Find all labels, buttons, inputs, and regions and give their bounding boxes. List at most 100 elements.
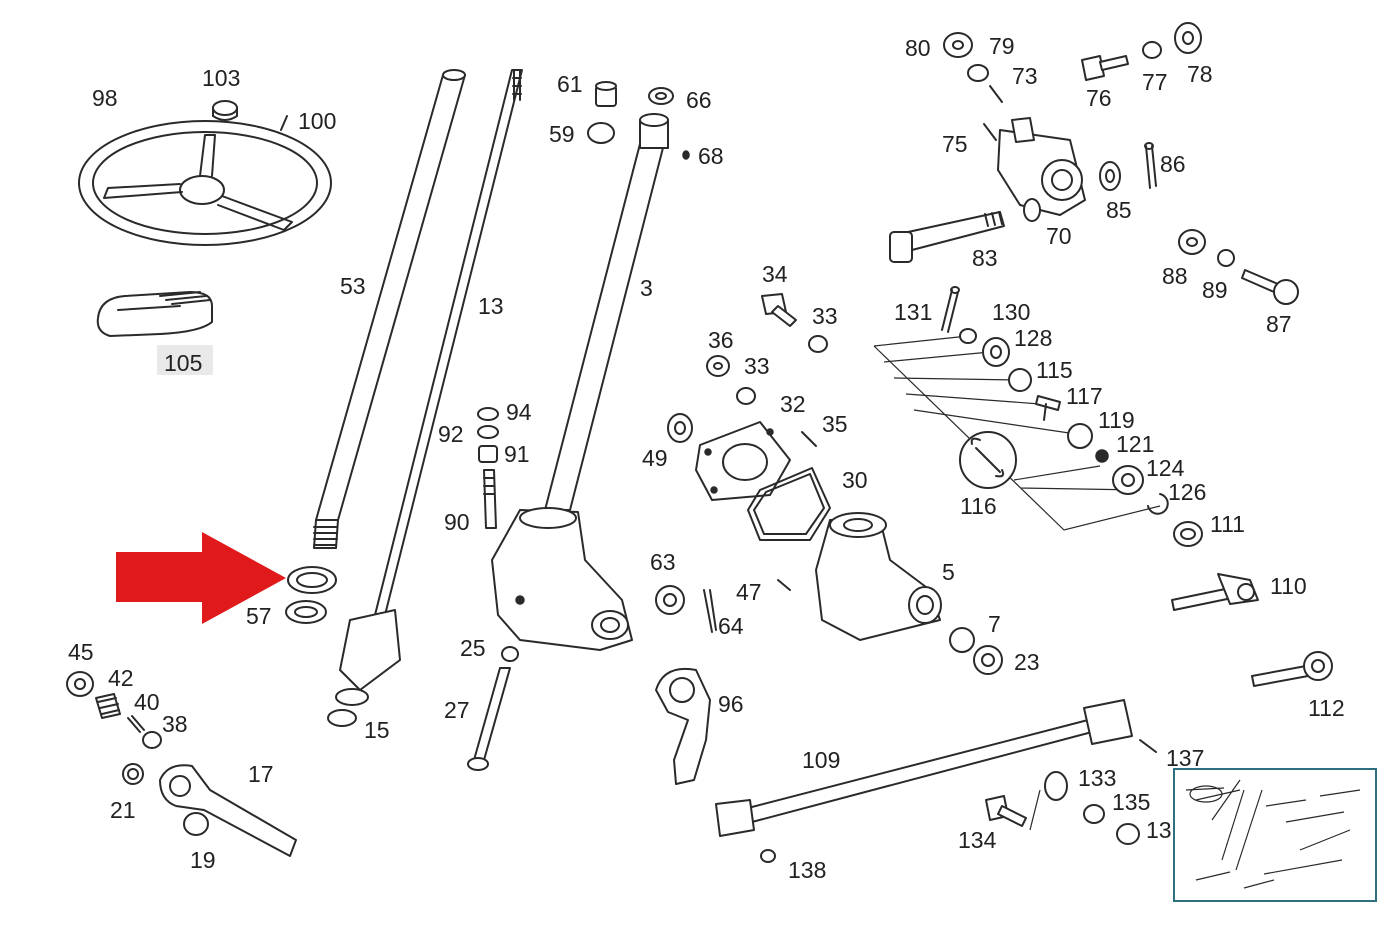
label-121: 121 xyxy=(1116,431,1154,457)
label-137: 137 xyxy=(1166,745,1204,771)
nut-36 xyxy=(706,355,730,377)
nut-124 xyxy=(1112,465,1144,495)
label-45: 45 xyxy=(68,639,94,665)
washer-33b xyxy=(736,387,756,405)
part-137 xyxy=(1139,739,1157,753)
pin-75 xyxy=(983,123,997,141)
label-87: 87 xyxy=(1266,311,1292,337)
part-40 xyxy=(127,715,145,733)
label-94: 94 xyxy=(506,399,532,425)
tie-rod-109 xyxy=(715,699,1133,837)
housing-70 xyxy=(997,117,1086,222)
label-109: 109 xyxy=(802,747,840,773)
gasket-30 xyxy=(747,467,831,541)
label-36: 36 xyxy=(708,327,734,353)
nut-78 xyxy=(1174,22,1202,54)
pin-117 xyxy=(1035,395,1061,421)
label-15: 15 xyxy=(364,717,390,743)
steering-wheel xyxy=(78,120,332,246)
part-92 xyxy=(477,425,499,439)
label-59: 59 xyxy=(549,121,575,147)
label-78: 78 xyxy=(1187,61,1213,87)
screw-47 xyxy=(777,579,791,591)
label-23: 23 xyxy=(1014,649,1040,675)
label-57: 57 xyxy=(246,603,272,629)
label-117: 117 xyxy=(1066,383,1103,409)
label-80: 80 xyxy=(905,35,931,61)
label-124: 124 xyxy=(1146,455,1185,481)
bolt-76 xyxy=(1081,55,1129,81)
ball-119 xyxy=(1067,423,1093,449)
small-pin xyxy=(280,115,288,131)
bolt-27 xyxy=(467,667,511,771)
bolt-87 xyxy=(1241,269,1299,305)
label-34: 34 xyxy=(762,261,788,287)
label-3: 3 xyxy=(640,275,653,301)
part-38 xyxy=(142,731,162,749)
steering-box-housing xyxy=(491,507,633,651)
label-90: 90 xyxy=(444,509,470,535)
part-25 xyxy=(501,646,519,662)
bushing-7 xyxy=(949,627,975,653)
label-89: 89 xyxy=(1202,277,1228,303)
spring-42 xyxy=(95,693,121,719)
label-33b: 33 xyxy=(744,353,770,379)
cotter-64 xyxy=(703,589,717,633)
bolt-134 xyxy=(985,789,1041,831)
part-90 xyxy=(483,469,497,529)
nut-128 xyxy=(982,337,1010,367)
label-49: 49 xyxy=(642,445,668,471)
label-88: 88 xyxy=(1162,263,1188,289)
label-30: 30 xyxy=(842,467,868,493)
label-13: 13 xyxy=(478,293,504,319)
label-111: 111 xyxy=(1210,511,1245,537)
label-100: 100 xyxy=(298,108,336,134)
label-64: 64 xyxy=(718,613,744,639)
label-79: 79 xyxy=(989,33,1015,59)
nut-57b xyxy=(285,600,327,624)
housing-5 xyxy=(815,512,942,641)
label-136: 13 xyxy=(1146,817,1172,843)
label-32: 32 xyxy=(780,391,806,417)
ring-21 xyxy=(122,763,144,785)
ring-115 xyxy=(1008,368,1032,392)
end-110 xyxy=(1171,573,1259,611)
column-tube-3 xyxy=(544,113,669,511)
label-131: 131 xyxy=(894,299,932,325)
washer-88 xyxy=(1178,229,1206,255)
label-17: 17 xyxy=(248,761,274,787)
label-75: 75 xyxy=(942,131,968,157)
nut-49 xyxy=(667,413,693,443)
label-112: 112 xyxy=(1308,695,1345,721)
label-38: 38 xyxy=(162,711,188,737)
label-70: 70 xyxy=(1046,223,1072,249)
washer-79 xyxy=(967,64,989,82)
label-77: 77 xyxy=(1142,69,1168,95)
wrench-icon xyxy=(959,431,1017,489)
label-98: 98 xyxy=(92,85,118,111)
washer-33a xyxy=(808,335,828,353)
label-128: 128 xyxy=(1014,325,1052,351)
label-134: 134 xyxy=(958,827,997,853)
washer-80 xyxy=(943,32,973,58)
label-103: 103 xyxy=(202,65,240,91)
right-arrow-icon xyxy=(116,532,286,624)
horn-cap xyxy=(212,100,238,121)
label-105: 105 xyxy=(164,350,202,376)
label-115: 115 xyxy=(1036,357,1073,383)
label-5: 5 xyxy=(942,559,955,585)
part-45 xyxy=(66,671,94,697)
bolt-34 xyxy=(761,293,797,327)
bushing-19 xyxy=(183,812,209,836)
diagram-thumbnail[interactable] xyxy=(1173,768,1377,902)
bolt-83 xyxy=(889,211,1005,263)
part-130 xyxy=(959,328,977,344)
washer-135 xyxy=(1083,804,1105,824)
washer-77 xyxy=(1142,41,1162,59)
part-133 xyxy=(1044,771,1068,801)
label-53: 53 xyxy=(340,273,366,299)
cotter-131 xyxy=(941,286,960,333)
label-83: 83 xyxy=(972,245,998,271)
cap-111 xyxy=(1173,521,1203,547)
